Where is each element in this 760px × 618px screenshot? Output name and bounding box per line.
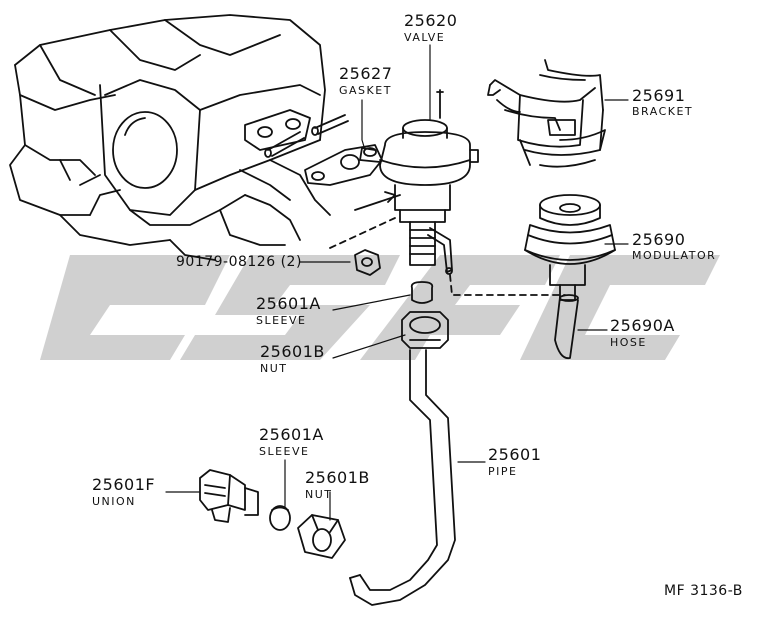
part-number-25690: 25690 (632, 230, 686, 249)
part-name-nut-lower: NUT (305, 488, 333, 501)
bolt-route-dashed (329, 217, 396, 249)
part-number-25601A-upper: 25601A (256, 294, 321, 313)
part-number-25601: 25601 (488, 445, 542, 464)
nut-25601B-lower (297, 514, 346, 559)
part-number-25601F: 25601F (92, 475, 156, 494)
part-name-sleeve-upper: SLEEVE (256, 314, 307, 327)
leader-lines (165, 44, 629, 521)
part-number-25601B-lower: 25601B (305, 468, 370, 487)
gasket-25627 (304, 144, 383, 186)
part-number-90179-08126: 90179-08126 (2) (176, 254, 302, 270)
part-name-hose: HOSE (610, 336, 647, 349)
sleeve-25601A-upper (410, 281, 434, 304)
gasket-on-block (244, 109, 311, 151)
valve-25620 (359, 89, 479, 275)
nut-25601B-upper (401, 311, 449, 349)
diagram-code: MF 3136-B (664, 583, 743, 599)
arrow-head (384, 191, 396, 203)
part-number-25620: 25620 (404, 11, 458, 30)
nut-90179-08126 (354, 249, 381, 276)
part-name-gasket: GASKET (339, 84, 392, 97)
part-name-valve: VALVE (404, 31, 446, 44)
pipe-25601 (349, 349, 456, 606)
sleeve-25601A-lower (269, 505, 291, 531)
part-number-25627: 25627 (339, 64, 393, 83)
hose-route-dashed (449, 274, 566, 296)
part-number-25601A-lower: 25601A (259, 425, 324, 444)
bracket-25691 (487, 59, 606, 168)
part-name-sleeve-lower: SLEEVE (259, 445, 310, 458)
modulator-25690 (524, 194, 616, 301)
union-25601F (199, 469, 259, 523)
part-number-25601B-upper: 25601B (260, 342, 325, 361)
part-name-bracket: BRACKET (632, 105, 694, 118)
part-name-pipe: PIPE (488, 465, 518, 478)
part-name-modulator: MODULATOR (632, 249, 717, 262)
part-name-union: UNION (92, 495, 136, 508)
part-name-nut-upper: NUT (260, 362, 288, 375)
hose-25690A (554, 294, 579, 360)
part-number-25690A: 25690A (610, 316, 675, 335)
engine-intake-manifold (9, 14, 331, 261)
part-number-25691: 25691 (632, 86, 686, 105)
watermark-logo (40, 255, 720, 360)
